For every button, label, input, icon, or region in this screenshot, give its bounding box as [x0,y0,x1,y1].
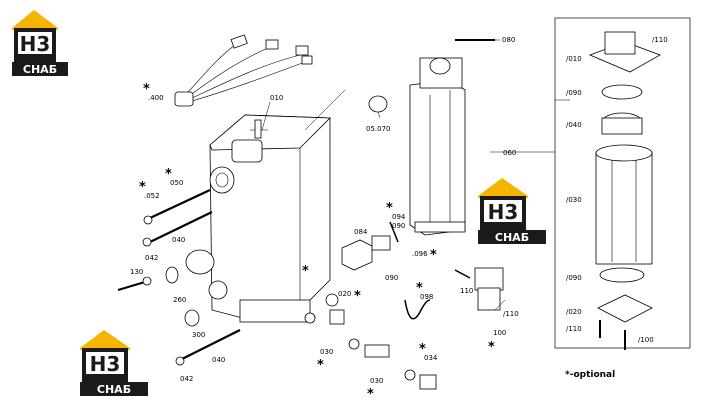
label-096: .096 [412,250,428,258]
right-column-parts [554,17,691,350]
logo-top-left: H3 СНАБ [12,10,68,76]
asterisk: * [302,264,309,279]
optional-markers: * * * * * * * * * * * * [139,82,495,402]
label-010-main: 010 [270,94,283,102]
label-042-left: 042 [145,254,158,262]
logo-brand: СНАБ [23,63,57,76]
wiring-harness [174,34,313,107]
asterisk: * [419,342,426,357]
label-042-bottom: 042 [180,375,193,383]
label-400: .400 [148,94,164,102]
logo-letters: H3 [90,352,121,376]
logo-brand: СНАБ [495,231,529,244]
label-060: 060 [503,149,516,157]
label-094: 094 [392,213,406,221]
label-260: 260 [173,296,186,304]
label-034: 034 [424,354,438,362]
label-030-low: 030 [370,377,383,385]
label-098: 098 [420,293,433,301]
asterisk: * [139,180,146,195]
label-040-right: /040 [566,121,582,129]
asterisk: * [165,167,172,182]
label-110-top: /110 [652,36,668,44]
label-040-bottom: 040 [212,356,225,364]
label-090-top: 090 [392,222,405,230]
logo-letters: H3 [20,32,51,56]
logo-bottom-left: H3 СНАБ [80,330,148,396]
label-040-left: 040 [172,236,185,244]
logo-brand: СНАБ [97,383,131,396]
asterisk: * [430,248,437,263]
label-010-right: /010 [566,55,582,63]
small-parts-middle [304,221,504,390]
optional-note: *-optional [565,370,615,380]
label-100-mid: 100 [493,329,506,337]
asterisk: * [416,281,423,296]
label-084: 084 [354,228,368,236]
logo-letters: H3 [488,200,519,224]
label-110-bot: /110 [566,325,582,333]
label-090-r1: /090 [566,89,582,97]
label-110-right: /110 [503,310,519,318]
label-110-mid: 110 [460,287,473,295]
asterisk: * [143,82,150,97]
label-090-bottom: 090 [385,274,398,282]
label-100-right: /100 [638,336,654,344]
asterisk: * [488,340,495,355]
label-050-left: 050 [170,179,183,187]
main-housing [185,114,331,323]
asterisk: * [367,387,374,402]
part-labels: .400 010 050 .052 040 042 130 260 300 04… [130,36,668,385]
asterisk: * [354,289,361,304]
label-052: .052 [144,192,160,200]
label-020-right: /020 [566,308,582,316]
label-030-right: /030 [566,196,582,204]
long-bolts-left [117,189,241,366]
label-05070: 05.070 [366,125,391,133]
filter-assembly [368,39,495,236]
leader-lines [261,39,570,311]
asterisk: * [317,358,324,373]
asterisk: * [386,201,393,216]
label-020-mid: 020 [338,290,351,298]
logo-center-right: H3 СНАБ [478,178,546,244]
label-300: 300 [192,331,205,339]
label-080: 080 [502,36,515,44]
label-090-r2: /090 [566,274,582,282]
label-030-mid: 030 [320,348,333,356]
label-130: 130 [130,268,143,276]
